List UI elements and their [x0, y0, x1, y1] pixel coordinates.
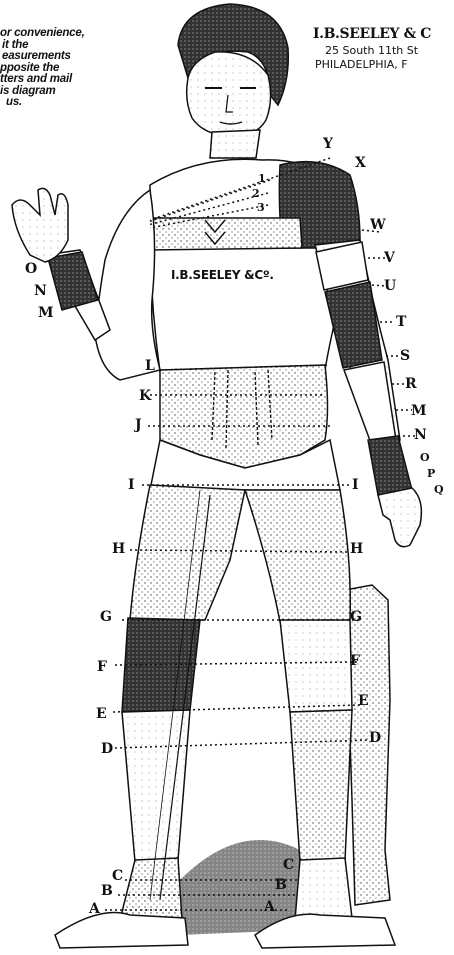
label-m-left: M	[38, 306, 54, 320]
right-wrist-bandage	[368, 436, 412, 495]
label-t: T	[396, 315, 406, 329]
label-r: R	[405, 377, 417, 391]
label-l: L	[145, 359, 155, 373]
stocking-cutout	[345, 585, 390, 905]
right-knee	[280, 620, 352, 712]
label-1: 1	[258, 172, 266, 186]
label-q: Q	[434, 483, 444, 497]
label-n-left: N	[34, 284, 47, 298]
label-f-left: F	[97, 660, 107, 674]
right-arm-band-t	[325, 282, 382, 368]
label-h-right: H	[350, 542, 363, 556]
label-b-left: B	[101, 884, 113, 898]
right-thigh	[245, 490, 350, 622]
right-shin	[290, 710, 352, 862]
label-v: V	[384, 251, 395, 265]
left-hand	[12, 188, 68, 262]
label-e-left: E	[96, 707, 107, 721]
label-b-right: B	[275, 878, 287, 892]
label-i-right: I	[352, 478, 359, 492]
label-d-left: D	[101, 742, 113, 756]
label-w: W	[370, 218, 386, 232]
label-f-right: F	[350, 654, 360, 668]
label-u: U	[384, 279, 396, 293]
left-wrist-bandage	[48, 252, 98, 310]
label-e-right: E	[358, 694, 369, 708]
label-3: 3	[257, 201, 265, 215]
bandage-brand-label: I.B.SEELEY &Cº.	[171, 268, 274, 282]
left-shin	[122, 710, 190, 862]
label-a-left: A	[89, 902, 100, 916]
label-n-right: N	[414, 428, 427, 442]
label-m-right: M	[411, 404, 427, 418]
label-p: P	[427, 467, 435, 481]
label-y: Y	[323, 137, 333, 151]
label-c-left: C	[112, 869, 123, 883]
left-thigh	[130, 485, 245, 620]
label-a-right: A	[264, 900, 275, 914]
left-foot	[55, 913, 188, 949]
label-d-right: D	[369, 731, 381, 745]
left-upper-arm	[95, 190, 160, 380]
neck	[210, 130, 260, 158]
label-g-right: G	[350, 610, 362, 624]
label-c-right: C	[283, 858, 294, 872]
right-ankle	[295, 858, 352, 920]
label-g-left: G	[100, 610, 112, 624]
label-o-left: O	[25, 262, 37, 276]
right-hand	[378, 488, 421, 547]
label-x: X	[355, 156, 366, 170]
label-j: J	[135, 418, 142, 432]
label-o-right: O	[420, 451, 430, 465]
label-k: K	[139, 389, 151, 403]
label-s: S	[400, 349, 410, 363]
label-2: 2	[252, 187, 260, 201]
label-h-left: H	[112, 542, 125, 556]
label-i-left: I	[128, 478, 135, 492]
